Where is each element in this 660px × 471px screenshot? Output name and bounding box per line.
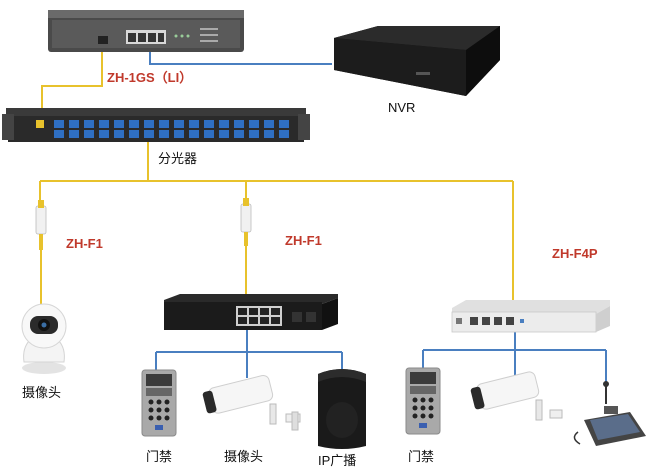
splitter-port [264, 120, 274, 128]
splitter-port [249, 130, 259, 138]
fiber-connector-left [35, 200, 47, 250]
onu-right-label: ZH-F4P [552, 246, 598, 261]
splitter-port [189, 120, 199, 128]
splitter-device [2, 108, 310, 142]
splitter-port [84, 120, 94, 128]
splitter-port [249, 120, 259, 128]
splitter-port [159, 120, 169, 128]
splitter-port [279, 130, 289, 138]
splitter-port [144, 120, 154, 128]
splitter-port [129, 120, 139, 128]
nvr-device [334, 26, 500, 96]
splitter-port [114, 120, 124, 128]
splitter-port [84, 130, 94, 138]
splitter-port [264, 130, 274, 138]
desk-intercom-right [573, 381, 646, 446]
splitter-port [159, 130, 169, 138]
splitter-port [219, 120, 229, 128]
ip-speaker-device [318, 369, 366, 449]
splitter-port [54, 120, 64, 128]
door-right-label: 门禁 [408, 449, 435, 464]
splitter-port [204, 120, 214, 128]
onu-left-label: ZH-F1 [66, 236, 103, 251]
camera-left-label: 摄像头 [22, 385, 62, 400]
splitter-ports [54, 120, 289, 138]
dome-camera-left [21, 303, 67, 374]
splitter-port [54, 130, 64, 138]
splitter-port [219, 130, 229, 138]
door-mid-label: 门禁 [146, 449, 173, 464]
bullet-camera-mid [202, 374, 301, 431]
splitter-port [174, 130, 184, 138]
splitter-port [234, 130, 244, 138]
camera-mid-label: 摄像头 [224, 449, 264, 464]
splitter-port [129, 130, 139, 138]
fiber-olt-splitter [41, 40, 103, 120]
splitter-port [99, 130, 109, 138]
olt-model-label: ZH-1GS（LI） [107, 70, 193, 85]
splitter-label: 分光器 [158, 151, 198, 166]
olt-device [48, 10, 244, 52]
splitter-port [99, 120, 109, 128]
splitter-port [69, 120, 79, 128]
ethernet-olt-nvr [149, 48, 332, 65]
door-panel-mid [141, 369, 177, 437]
fiber-connector-mid [240, 198, 252, 246]
splitter-port [69, 130, 79, 138]
door-panel-right [405, 367, 441, 435]
splitter-port [204, 130, 214, 138]
splitter-port [144, 130, 154, 138]
switch-mid [164, 294, 338, 330]
onu-right-device [451, 300, 610, 333]
splitter-port [114, 130, 124, 138]
ip-speaker-label: IP广播 [318, 453, 357, 468]
splitter-port [279, 120, 289, 128]
nvr-label: NVR [388, 100, 416, 115]
onu-mid-label: ZH-F1 [285, 233, 322, 248]
splitter-port [174, 120, 184, 128]
connection-lines [39, 40, 607, 384]
splitter-port [189, 130, 199, 138]
bullet-camera-right [470, 371, 563, 421]
splitter-port [234, 120, 244, 128]
